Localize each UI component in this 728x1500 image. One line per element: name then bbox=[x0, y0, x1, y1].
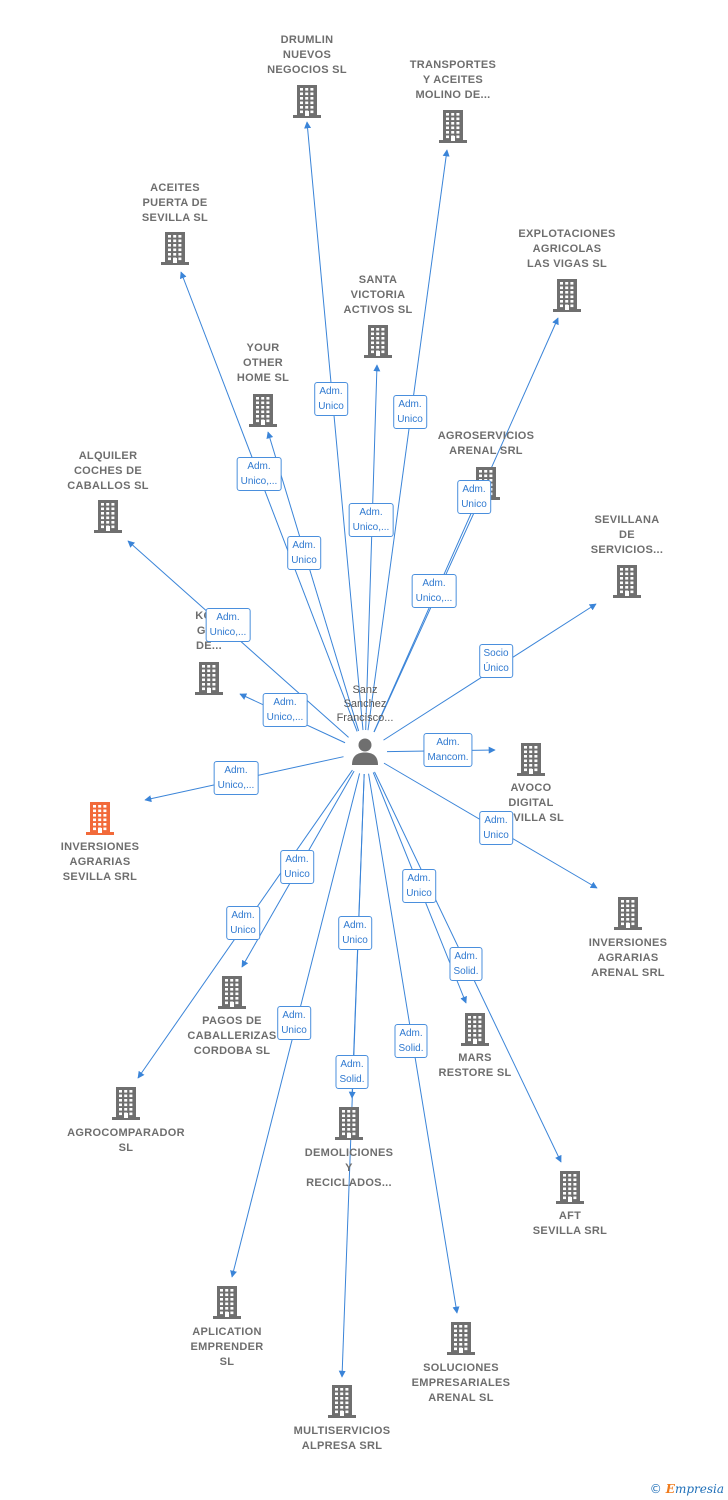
building-icon-demoliciones[interactable] bbox=[334, 1106, 364, 1140]
building-icon-inv_sevilla[interactable] bbox=[85, 801, 115, 835]
edge-label-inv_arenal[interactable]: Adm. Unico bbox=[479, 811, 513, 845]
edge-label-aplication[interactable]: Adm. Unico bbox=[277, 1006, 311, 1040]
building-icon-agrocomparador[interactable] bbox=[111, 1086, 141, 1120]
building-icon-aplication[interactable] bbox=[212, 1285, 242, 1319]
node-alquiler[interactable]: ALQUILER COCHES DE CABALLOS SL bbox=[48, 449, 168, 494]
edge-label-demoliciones[interactable]: Adm. Unico bbox=[338, 916, 372, 950]
brand-name: mpresia bbox=[674, 1482, 724, 1496]
edge-label-agroservicios[interactable]: Adm. Unico bbox=[457, 480, 491, 514]
node-label-agrocomparador: AGROCOMPARADOR SL bbox=[67, 1127, 185, 1154]
edge-label-alquiler[interactable]: Adm. Unico,... bbox=[205, 608, 251, 642]
edge-drumlin bbox=[304, 121, 364, 731]
edge-label-agrocomparador[interactable]: Adm. Unico bbox=[226, 906, 260, 940]
node-label-aft: AFT SEVILLA SRL bbox=[532, 1210, 608, 1237]
edge-transportes bbox=[367, 149, 450, 731]
building-icon-avoco[interactable] bbox=[516, 742, 546, 776]
node-agrocomparador[interactable]: AGROCOMPARADOR SL bbox=[66, 1126, 186, 1156]
node-label-sevillana: SEVILLANA DE SERVICIOS... bbox=[590, 514, 664, 556]
building-icon-aft[interactable] bbox=[555, 1170, 585, 1204]
building-icon-transportes[interactable] bbox=[438, 109, 468, 143]
node-label-multiservicios: MULTISERVICIOS ALPRESA SRL bbox=[293, 1425, 391, 1452]
node-transportes[interactable]: TRANSPORTES Y ACEITES MOLINO DE... bbox=[393, 58, 513, 103]
node-label-soluciones: SOLUCIONES EMPRESARIALES ARENAL SL bbox=[411, 1362, 511, 1404]
edge-label-santa[interactable]: Adm. Unico,... bbox=[348, 503, 394, 537]
building-icon-koti[interactable] bbox=[194, 661, 224, 695]
copyright-icon: © bbox=[649, 1482, 662, 1496]
building-icon-sevillana[interactable] bbox=[612, 564, 642, 598]
building-icon-pagos[interactable] bbox=[217, 975, 247, 1009]
node-sevillana[interactable]: SEVILLANA DE SERVICIOS... bbox=[567, 513, 687, 558]
node-demoliciones[interactable]: DEMOLICIONES Y RECICLADOS... bbox=[289, 1146, 409, 1191]
building-icon-explotaciones[interactable] bbox=[552, 278, 582, 312]
edge-label-inv_sevilla[interactable]: Adm. Unico,... bbox=[213, 761, 259, 795]
building-icon-santa[interactable] bbox=[363, 324, 393, 358]
node-label-aplication: APLICATION EMPRENDER SL bbox=[190, 1326, 264, 1368]
node-label-demoliciones: DEMOLICIONES Y RECICLADOS... bbox=[304, 1147, 394, 1189]
node-label-explotaciones: EXPLOTACIONES AGRICOLAS LAS VIGAS SL bbox=[518, 228, 616, 270]
node-santa[interactable]: SANTA VICTORIA ACTIVOS SL bbox=[318, 273, 438, 318]
node-label-agroservicios: AGROSERVICIOS ARENAL SRL bbox=[437, 430, 535, 457]
node-label-santa: SANTA VICTORIA ACTIVOS SL bbox=[343, 274, 413, 316]
node-label-mars: MARS RESTORE SL bbox=[438, 1052, 512, 1079]
node-label-your: YOUR OTHER HOME SL bbox=[236, 342, 290, 384]
edge-label-your[interactable]: Adm. Unico bbox=[287, 536, 321, 570]
edge-label-avoco[interactable]: Adm. Mancom. bbox=[423, 733, 473, 767]
edge-santa bbox=[365, 364, 381, 731]
footer-brand[interactable]: ©Empresia bbox=[650, 1482, 724, 1496]
building-icon-mars[interactable] bbox=[460, 1012, 490, 1046]
building-icon-soluciones[interactable] bbox=[446, 1321, 476, 1355]
edge-label-transportes[interactable]: Adm. Unico bbox=[393, 395, 427, 429]
node-aplication[interactable]: APLICATION EMPRENDER SL bbox=[167, 1325, 287, 1370]
building-icon-aceites[interactable] bbox=[160, 231, 190, 265]
edge-label-explotaciones[interactable]: Adm. Unico,... bbox=[411, 574, 457, 608]
node-aceites[interactable]: ACEITES PUERTA DE SEVILLA SL bbox=[115, 181, 235, 226]
node-label-transportes: TRANSPORTES Y ACEITES MOLINO DE... bbox=[409, 59, 497, 101]
edge-label-drumlin[interactable]: Adm. Unico bbox=[314, 382, 348, 416]
building-icon-drumlin[interactable] bbox=[292, 84, 322, 118]
building-icon-your[interactable] bbox=[248, 393, 278, 427]
building-icon-inv_arenal[interactable] bbox=[613, 896, 643, 930]
edge-label-koti[interactable]: Adm. Unico,... bbox=[262, 693, 308, 727]
person-icon[interactable] bbox=[350, 736, 380, 766]
node-aft[interactable]: AFT SEVILLA SRL bbox=[510, 1209, 630, 1239]
node-inv_arenal[interactable]: INVERSIONES AGRARIAS ARENAL SRL bbox=[568, 936, 688, 981]
brand-initial: E bbox=[665, 1482, 675, 1496]
edge-aceites bbox=[179, 271, 358, 732]
node-label-aceites: ACEITES PUERTA DE SEVILLA SL bbox=[141, 182, 209, 224]
edge-label-mars[interactable]: Adm. Unico bbox=[402, 869, 436, 903]
node-label-pagos: PAGOS DE CABALLERIZAS CORDOBA SL bbox=[187, 1015, 277, 1057]
edge-your bbox=[266, 431, 360, 732]
node-mars[interactable]: MARS RESTORE SL bbox=[415, 1051, 535, 1081]
node-label-drumlin: DRUMLIN NUEVOS NEGOCIOS SL bbox=[267, 34, 347, 76]
edge-explotaciones bbox=[373, 317, 559, 733]
node-drumlin[interactable]: DRUMLIN NUEVOS NEGOCIOS SL bbox=[247, 33, 367, 78]
node-agroservicios[interactable]: AGROSERVICIOS ARENAL SRL bbox=[426, 429, 546, 459]
node-explotaciones[interactable]: EXPLOTACIONES AGRICOLAS LAS VIGAS SL bbox=[507, 227, 627, 272]
building-icon-alquiler[interactable] bbox=[93, 499, 123, 533]
node-soluciones[interactable]: SOLUCIONES EMPRESARIALES ARENAL SL bbox=[401, 1361, 521, 1406]
node-label-inv_arenal: INVERSIONES AGRARIAS ARENAL SRL bbox=[588, 937, 668, 979]
building-icon-multiservicios[interactable] bbox=[327, 1384, 357, 1418]
edge-label-sevillana[interactable]: Socio Único bbox=[479, 644, 513, 678]
node-your[interactable]: YOUR OTHER HOME SL bbox=[203, 341, 323, 386]
edge-label-aceites[interactable]: Adm. Unico,... bbox=[236, 457, 282, 491]
edge-label-multiservicios[interactable]: Adm. Solid. bbox=[335, 1055, 369, 1089]
edge-label-aft[interactable]: Adm. Solid. bbox=[449, 947, 483, 981]
node-inv_sevilla[interactable]: INVERSIONES AGRARIAS SEVILLA SRL bbox=[40, 840, 160, 885]
node-label-alquiler: ALQUILER COCHES DE CABALLOS SL bbox=[67, 450, 149, 492]
edge-label-pagos[interactable]: Adm. Unico bbox=[280, 850, 314, 884]
center-person-label[interactable]: Sanz Sanchez Francisco... bbox=[336, 684, 394, 724]
node-pagos[interactable]: PAGOS DE CABALLERIZAS CORDOBA SL bbox=[172, 1014, 292, 1059]
node-multiservicios[interactable]: MULTISERVICIOS ALPRESA SRL bbox=[282, 1424, 402, 1454]
edge-agroservicios bbox=[373, 503, 479, 733]
edge-label-soluciones[interactable]: Adm. Solid. bbox=[394, 1024, 428, 1058]
node-label-inv_sevilla: INVERSIONES AGRARIAS SEVILLA SRL bbox=[60, 841, 140, 883]
